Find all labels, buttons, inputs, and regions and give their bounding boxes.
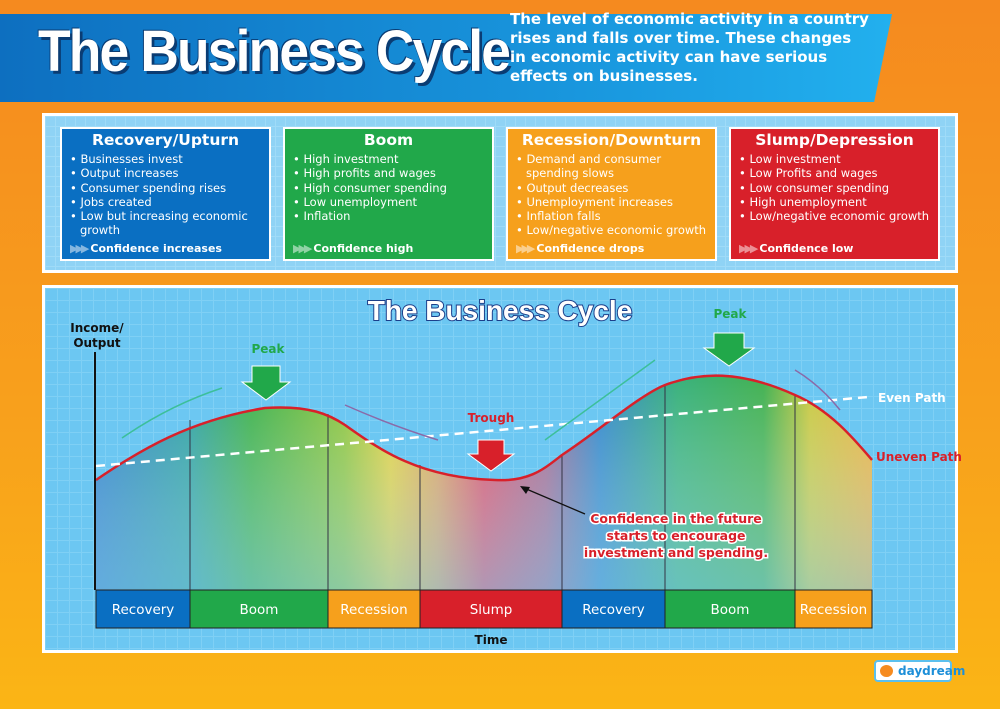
- card-bullet: Unemployment increases: [516, 195, 707, 209]
- card-bullet: Low unemployment: [293, 195, 484, 209]
- peak-arrow-1: [240, 365, 292, 401]
- uneven-path-label: Uneven Path: [876, 450, 962, 464]
- triple-arrow-icon: ▶▶▶: [739, 242, 758, 255]
- card-title: Recovery/Upturn: [91, 131, 240, 149]
- confidence-text: Confidence high: [313, 242, 414, 255]
- card-recession: Recession/DownturnDemand and consumer sp…: [506, 127, 717, 261]
- peak-label-1: Peak: [251, 342, 285, 356]
- confidence-text: Confidence increases: [90, 242, 222, 255]
- confidence-text: Confidence low: [759, 242, 854, 255]
- card-bullet: Low but increasing economic growth: [70, 209, 261, 238]
- y-axis-label-2: Output: [73, 336, 121, 350]
- uneven-path-line: [95, 374, 873, 482]
- logo-text: daydream: [898, 664, 966, 678]
- card-bullet: High consumer spending: [293, 181, 484, 195]
- stage-block-recovery: [561, 589, 666, 629]
- card-bullet: Businesses invest: [70, 152, 261, 166]
- annotation: Confidence in the future starts to encou…: [582, 510, 769, 562]
- card-bullet: Low/negative economic growth: [516, 223, 707, 237]
- annotation-arrow: [523, 487, 586, 515]
- stage-block-recession: [794, 589, 873, 629]
- card-bullet: Demand and consumer spending slows: [516, 152, 707, 181]
- stage-block-slump: [419, 589, 563, 629]
- confidence-note: ▶▶▶Confidence increases: [70, 242, 222, 255]
- card-title: Recession/Downturn: [521, 131, 702, 149]
- card-bullet: Inflation falls: [516, 209, 707, 223]
- even-path-line: [95, 395, 869, 468]
- triple-arrow-icon: ▶▶▶: [70, 242, 89, 255]
- chart-title: The Business Cycle: [368, 295, 633, 326]
- trough-arrow: [466, 439, 516, 472]
- card-bullet: Output increases: [70, 166, 261, 180]
- card-bullet: High investment: [293, 152, 484, 166]
- y-axis-label: Income/: [70, 321, 124, 335]
- stage-dividers: [189, 385, 796, 590]
- header-banner: [0, 14, 892, 102]
- even-path-label: Even Path: [878, 391, 946, 405]
- card-bullet: Inflation: [293, 209, 484, 223]
- stage-label: Recovery: [112, 602, 175, 618]
- stage-label: Boom: [240, 602, 279, 618]
- confidence-note: ▶▶▶Confidence high: [293, 242, 413, 255]
- confidence-text: Confidence drops: [536, 242, 645, 255]
- daydream-logo: daydream: [874, 660, 965, 682]
- stage-block-boom: [664, 589, 796, 629]
- peak-arrow-2: [702, 332, 756, 367]
- annotation-line: Confidence in the future: [590, 511, 762, 526]
- triple-arrow-icon: ▶▶▶: [293, 242, 312, 255]
- triple-arrow-icon: ▶▶▶: [516, 242, 535, 255]
- card-bullet: Low investment: [739, 152, 930, 166]
- peak-label-2: Peak: [713, 307, 747, 321]
- stage-label: Slump: [470, 602, 513, 618]
- stage-label: Recovery: [582, 602, 645, 618]
- trend-arrows: [121, 359, 841, 441]
- card-bullet: Low Profits and wages: [739, 166, 930, 180]
- stage-label: Recession: [340, 602, 407, 618]
- annotation-line: starts to encourage: [607, 528, 746, 543]
- x-axis-label: Time: [475, 633, 508, 647]
- card-bullet: Output decreases: [516, 181, 707, 195]
- card-boom: BoomHigh investmentHigh profits and wage…: [283, 127, 494, 261]
- card-title: Boom: [363, 131, 414, 149]
- card-title: Slump/Depression: [755, 131, 914, 149]
- card-slump: Slump/DepressionLow investmentLow Profit…: [729, 127, 940, 261]
- annotation-line: investment and spending.: [584, 545, 768, 560]
- stage-label: Recession: [800, 602, 867, 618]
- stage-label: Boom: [711, 602, 750, 618]
- card-bullet: Jobs created: [70, 195, 261, 209]
- card-bullet: Low consumer spending: [739, 181, 930, 195]
- card-bullet: High unemployment: [739, 195, 930, 209]
- card-bullet: Consumer spending rises: [70, 181, 261, 195]
- stage-block-recovery: [95, 589, 191, 629]
- confidence-note: ▶▶▶Confidence drops: [516, 242, 644, 255]
- stage-cards-panel: Recovery/UpturnBusinesses investOutput i…: [42, 113, 958, 273]
- card-bullet: High profits and wages: [293, 166, 484, 180]
- confidence-note: ▶▶▶Confidence low: [739, 242, 853, 255]
- card-recovery: Recovery/UpturnBusinesses investOutput i…: [60, 127, 271, 261]
- trough-label: Trough: [468, 411, 515, 425]
- description: The level of economic activity in a coun…: [510, 10, 869, 85]
- card-bullet: Low/negative economic growth: [739, 209, 930, 223]
- page-title: The Business Cycle: [38, 19, 511, 84]
